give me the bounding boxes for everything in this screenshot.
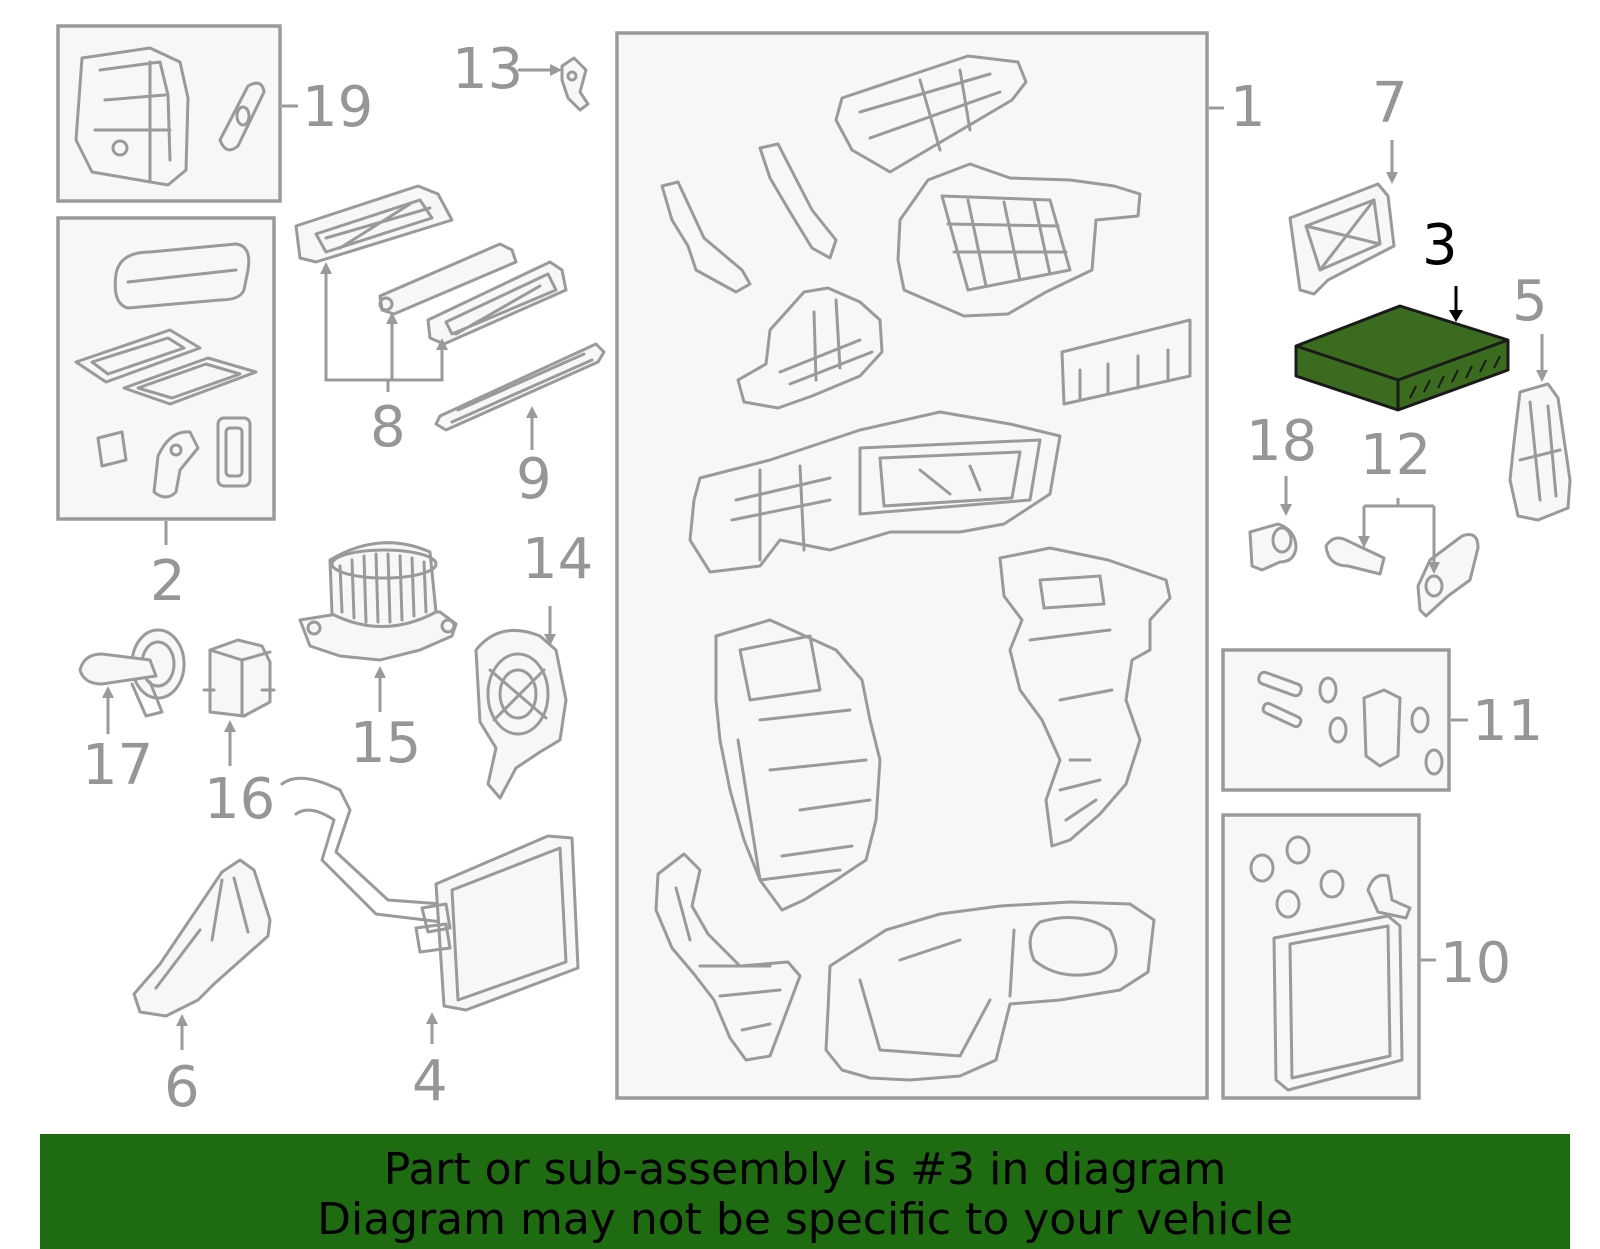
part-19-actuator (74, 46, 266, 187)
part-11-oring-kit (1257, 670, 1444, 776)
callout-3: 3 (1422, 213, 1458, 278)
part-12-sensors (1324, 533, 1480, 618)
part-9-door (434, 342, 606, 432)
banner-line-2: Diagram may not be specific to your vehi… (317, 1194, 1293, 1245)
info-banner (40, 1134, 1570, 1249)
callout-7: 7 (1372, 71, 1408, 136)
callout-19: 19 (302, 75, 373, 140)
part-17-sensor (78, 628, 186, 718)
callout-11: 11 (1472, 689, 1543, 754)
callout-8: 8 (370, 395, 406, 460)
callout-5: 5 (1512, 269, 1548, 334)
callout-18: 18 (1246, 409, 1317, 474)
part-14-motor-housing (474, 628, 568, 800)
part-2-seal-kit (74, 242, 258, 499)
part-4-heater-core (280, 776, 580, 1012)
callout-9: 9 (516, 447, 552, 512)
banner-line-1: Part or sub-assembly is #3 in diagram (384, 1144, 1226, 1195)
part-16-relay (202, 638, 276, 718)
callout-4: 4 (412, 1049, 448, 1114)
part-7-filter-door (1288, 182, 1396, 296)
callout-10: 10 (1440, 931, 1511, 996)
callout-16: 16 (204, 767, 275, 832)
callout-12: 12 (1360, 423, 1431, 488)
callout-14: 14 (522, 527, 593, 592)
part-18-sensor (1248, 522, 1298, 572)
part-8-doors (294, 184, 568, 346)
part-5-duct (1508, 382, 1572, 522)
part-1-hvac-case (654, 54, 1192, 1082)
part-13-clip (560, 56, 590, 112)
part-6-duct (132, 858, 272, 1018)
callout-13: 13 (452, 37, 523, 102)
callout-2: 2 (150, 549, 186, 614)
part-10-evaporator (1249, 835, 1412, 1092)
callout-6: 6 (164, 1055, 200, 1120)
callout-17: 17 (82, 733, 153, 798)
part-3-cabin-air-filter (1294, 304, 1510, 412)
part-15-blower-motor (298, 541, 458, 662)
callout-1: 1 (1230, 75, 1266, 140)
callout-15: 15 (350, 711, 421, 776)
